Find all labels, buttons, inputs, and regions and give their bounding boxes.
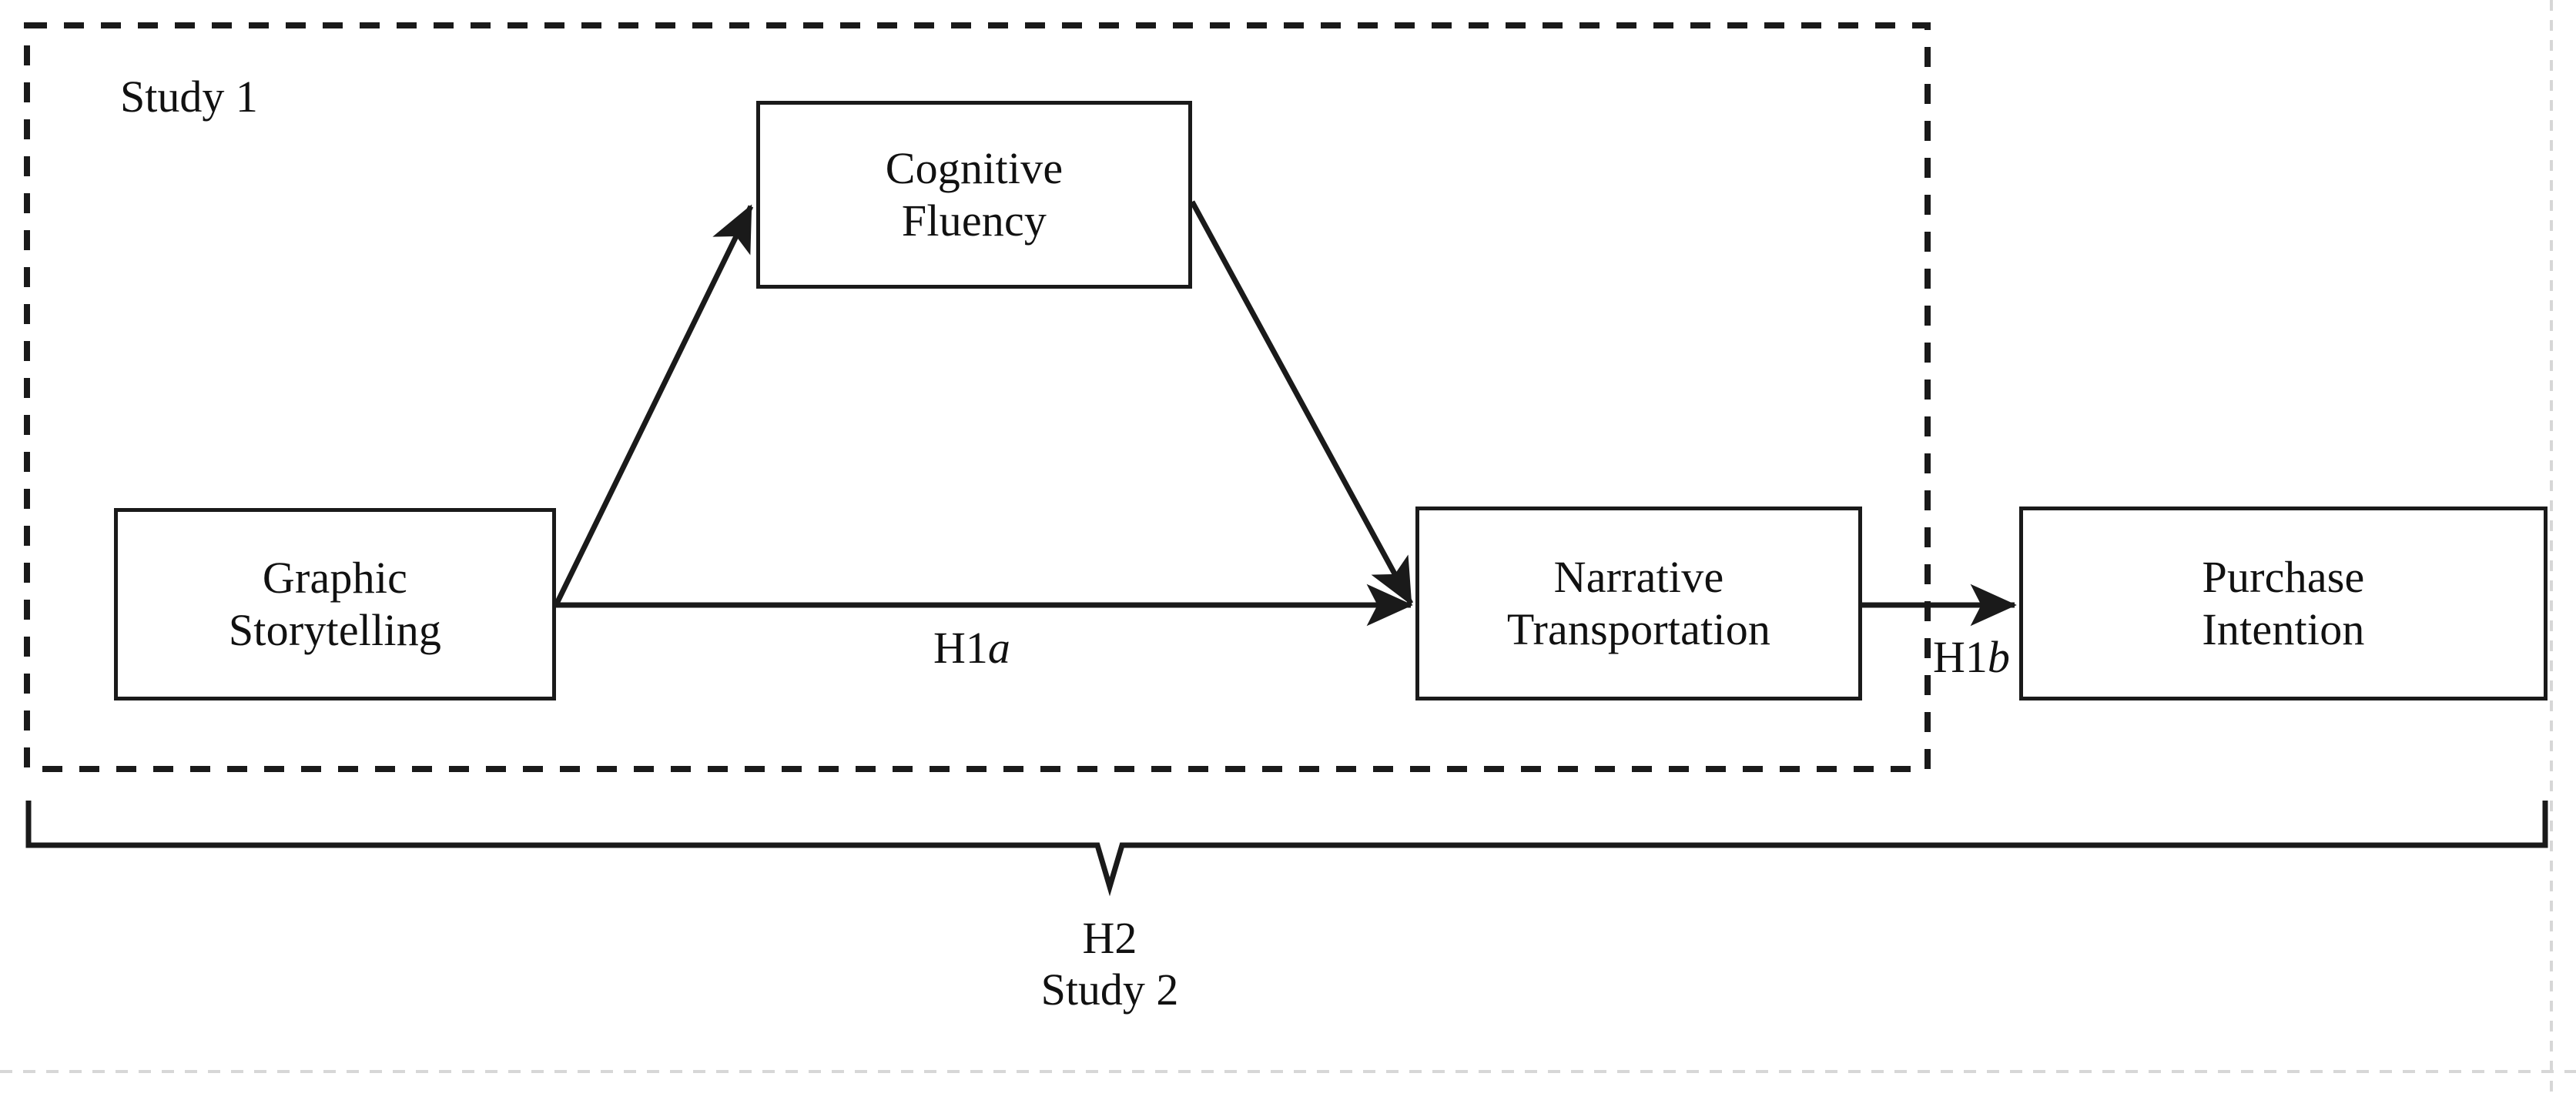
- node-graphic-storytelling-line-2: Storytelling: [228, 605, 442, 655]
- node-narrative-transportation-line-2: Transportation: [1506, 604, 1771, 654]
- hypothesis-label-h1a: H1a: [933, 622, 1010, 674]
- study2-label: Study 2: [1040, 965, 1179, 1015]
- node-graphic-storytelling-line-1: Graphic: [262, 552, 408, 603]
- h1b-prefix: H1: [1933, 632, 1988, 682]
- hypothesis-label-h2: H2: [1082, 913, 1137, 963]
- arrow-graphic-storytelling-to-cognitive-fluency: [553, 204, 754, 607]
- study1-label: Study 1: [120, 72, 258, 122]
- node-purchase-intention[interactable]: Purchase Intention: [2019, 507, 2548, 700]
- node-graphic-storytelling[interactable]: Graphic Storytelling: [114, 508, 556, 700]
- h1a-italic: a: [987, 623, 1010, 673]
- h1a-prefix: H1: [933, 623, 988, 673]
- study2-brace-labels: H2 Study 2: [1041, 912, 1179, 1016]
- node-cognitive-fluency[interactable]: Cognitive Fluency: [756, 101, 1192, 289]
- arrow-cognitive-fluency-to-narrative-transportation: [1189, 200, 1414, 606]
- node-cognitive-fluency-line-2: Fluency: [901, 196, 1047, 246]
- node-narrative-transportation-line-1: Narrative: [1553, 551, 1724, 602]
- hypothesis-label-h1b: H1b: [1933, 631, 2010, 683]
- node-cognitive-fluency-line-1: Cognitive: [885, 142, 1064, 193]
- node-purchase-intention-line-1: Purchase: [2202, 551, 2365, 602]
- node-purchase-intention-line-2: Intention: [2202, 604, 2365, 654]
- study2-bottom-brace: [25, 801, 2548, 897]
- node-narrative-transportation[interactable]: Narrative Transportation: [1415, 507, 1862, 700]
- h1b-italic: b: [1987, 632, 2010, 682]
